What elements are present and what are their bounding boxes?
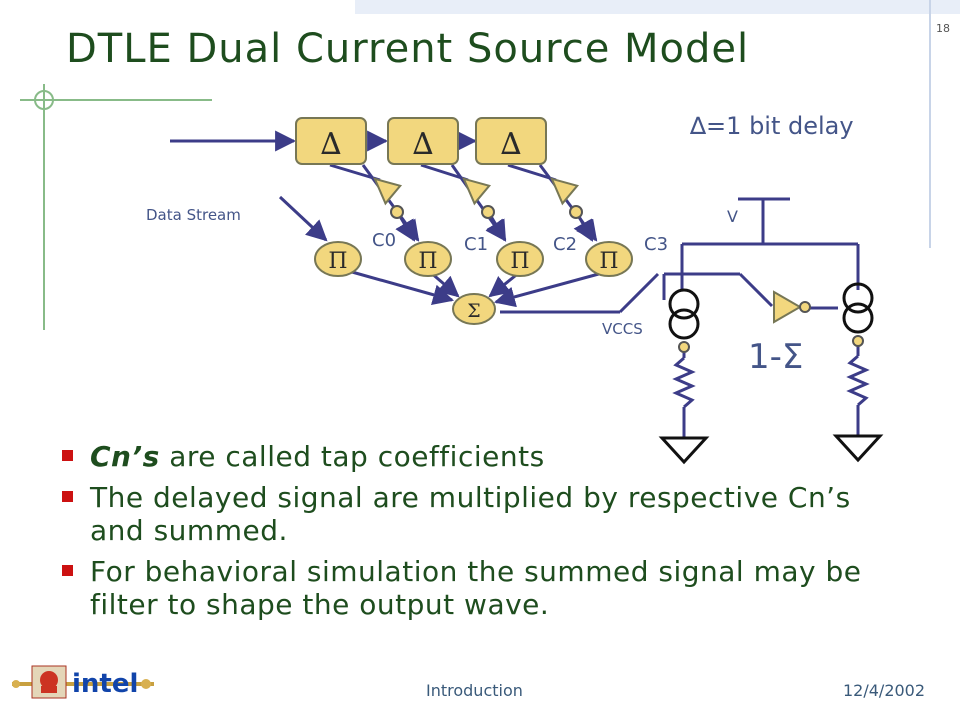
delay-symbol: ∆ [413, 127, 434, 162]
inverter [773, 290, 811, 324]
multiplier-node: Π [404, 241, 452, 277]
bullet-bold: Cn’s [90, 440, 160, 473]
delay-block: ∆ [387, 117, 459, 165]
slide-number: 18 [936, 22, 950, 35]
bullet-item: The delayed signal are multiplied by res… [60, 481, 880, 547]
c2-label: C2 [553, 234, 577, 255]
decor-frame [20, 0, 960, 330]
wires [170, 130, 870, 437]
delay-block: ∆ [475, 117, 547, 165]
one-minus-sigma-label: 1-Σ [748, 337, 803, 377]
c0-label: C0 [372, 230, 396, 251]
footer-date: 12/4/2002 [843, 681, 926, 700]
c1-label: C1 [464, 234, 488, 255]
summer-node: Σ [452, 293, 496, 325]
bullet-marker [62, 491, 73, 502]
delay-note: ∆=1 bit delay [689, 112, 854, 140]
bullet-list: Cn’s are called tap coefficients The del… [60, 440, 880, 629]
bullet-marker [62, 450, 73, 461]
coefficient-amplifiers [373, 177, 583, 219]
slide-title: DTLE Dual Current Source Model [66, 26, 750, 72]
v-label: V [727, 207, 738, 226]
delay-symbol: ∆ [501, 127, 522, 162]
multiply-symbol: Π [599, 249, 618, 274]
vccs-label: VCCS [602, 320, 643, 338]
bullet-marker [62, 565, 73, 576]
current-sources [658, 282, 884, 465]
bullet-text: are called tap coefficients [159, 440, 545, 473]
multiplier-node: Π [496, 241, 544, 277]
multiply-symbol: Π [328, 249, 347, 274]
footer-section: Introduction [426, 681, 523, 700]
bullet-item: For behavioral simulation the summed sig… [60, 555, 880, 621]
c3-label: C3 [644, 234, 668, 255]
multiply-symbol: Π [418, 249, 437, 274]
delay-blocks: ∆ ∆ ∆ [295, 117, 547, 165]
bullet-text: For behavioral simulation the summed sig… [90, 555, 862, 621]
data-stream-label: Data Stream [146, 206, 241, 224]
multiplier-node: Π [585, 241, 633, 277]
intel-logo: intel [12, 665, 154, 699]
bullet-text: The delayed signal are multiplied by res… [90, 481, 851, 547]
multiplier-node: Π [314, 241, 362, 277]
sum-symbol: Σ [467, 300, 480, 322]
multiplier-nodes: Π Π Π Π [314, 241, 633, 277]
bullet-item: Cn’s are called tap coefficients [60, 440, 880, 473]
delay-block: ∆ [295, 117, 367, 165]
multiply-symbol: Π [510, 249, 529, 274]
intel-logo-text: intel [72, 669, 138, 699]
delay-symbol: ∆ [321, 127, 342, 162]
